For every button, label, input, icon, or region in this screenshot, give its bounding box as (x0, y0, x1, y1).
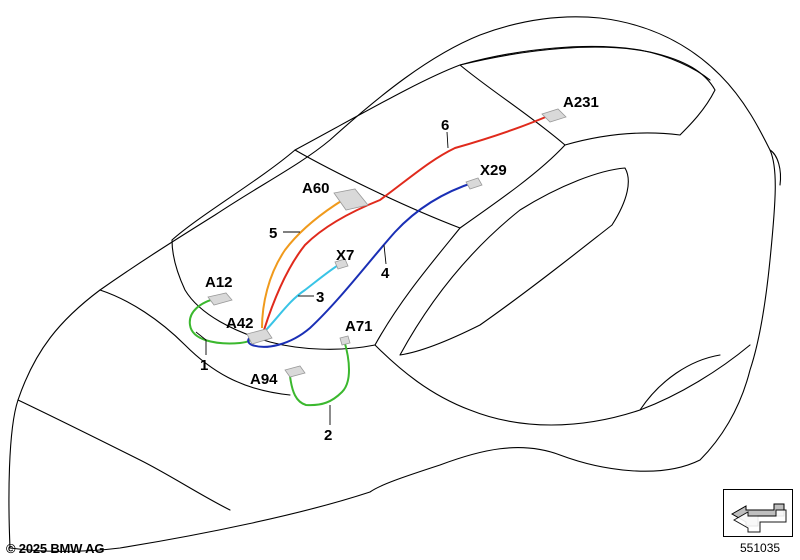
component-a94-shape (284, 365, 306, 378)
cable-3 (265, 263, 341, 331)
cable-label-2: 2 (324, 427, 332, 444)
component-a12-shape (207, 292, 233, 306)
component-a42-shape (246, 328, 273, 345)
component-a60-shape (333, 188, 369, 211)
cable-2 (289, 339, 350, 407)
label-a60: A60 (302, 180, 330, 197)
component-labels: A12 A42 A60 A71 A94 A231 X7 X29 (205, 94, 599, 388)
component-x7-shape (334, 258, 349, 270)
navigation-button[interactable] (723, 489, 793, 537)
component-a231-shape (541, 108, 567, 123)
component-a71-shape (339, 335, 351, 346)
label-a42: A42 (226, 315, 254, 332)
arrow-navigation-icon (730, 503, 787, 533)
component-x29-shape (465, 177, 483, 190)
cable-label-6: 6 (441, 117, 449, 134)
cable-labels: 1 2 3 4 5 6 (200, 117, 449, 444)
connector-shapes (207, 108, 567, 378)
cable-label-5: 5 (269, 225, 277, 242)
cable-6 (263, 115, 549, 331)
cable-label-3: 3 (316, 289, 324, 306)
leader-lines (195, 131, 449, 425)
label-a12: A12 (205, 274, 233, 291)
cable-label-4: 4 (381, 265, 390, 282)
car-outline (8, 16, 782, 552)
cable-label-1: 1 (200, 357, 208, 374)
label-x29: X29 (480, 162, 507, 179)
copyright-text: © 2025 BMW AG (6, 541, 105, 556)
label-x7: X7 (336, 247, 354, 264)
label-a231: A231 (563, 94, 599, 111)
cable-4 (247, 181, 476, 348)
document-number: 551035 (740, 541, 781, 555)
label-a94: A94 (250, 371, 278, 388)
label-a71: A71 (345, 318, 373, 335)
